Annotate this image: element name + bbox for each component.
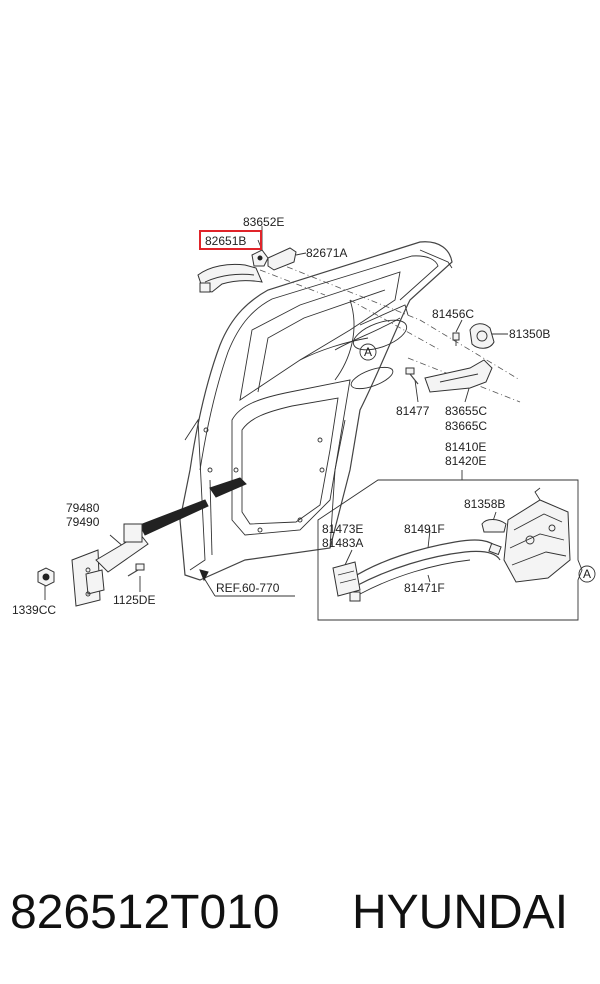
handle-cap-part [251,249,269,267]
door-check-arrow [139,477,247,536]
label-81473E: 81473E [322,522,363,536]
footer-brand: HYUNDAI [352,886,568,939]
lock-group-box [317,479,583,621]
outer-door-handle [197,263,263,293]
label-1125DE: 1125DE [113,593,155,607]
label-81477: 81477 [396,404,430,418]
clip-part [481,519,507,533]
label-82671A: 82671A [306,246,347,260]
lock-cylinder [469,323,495,349]
label-81350B: 81350B [509,327,550,341]
cable-bracket [332,561,361,597]
handle-gasket [267,247,297,271]
footer-part-number: 826512T010 [10,886,280,939]
label-81483A: 81483A [322,536,363,550]
label-81456C: 81456C [432,307,474,321]
door-frame [179,241,453,581]
small-bolt-part [127,563,145,577]
inner-handle-area [350,304,409,390]
cable-assembly [349,539,502,602]
solid-leaders [44,226,508,600]
marker-a-2-label: A [583,567,591,581]
label-82651B: 82651B [205,234,246,248]
label-81420E: 81420E [445,454,486,468]
marker-a-2: A [578,565,596,583]
label-ref: REF.60-770 [216,581,280,595]
nut-part [37,567,55,587]
label-83665C: 83665C [445,419,487,433]
highlight-box [199,230,262,250]
label-83652E: 83652E [243,215,284,229]
label-79480: 79480 [66,501,100,515]
door-lock-actuator [503,487,571,583]
inner-door-handle [424,359,493,393]
leader-lines [259,261,521,403]
bolt-part [405,367,419,385]
label-83655C: 83655C [445,404,487,418]
label-1339CC: 1339CC [12,603,56,617]
label-79490: 79490 [66,515,100,529]
door-check-hinge [71,523,149,607]
ref-arrow [199,569,209,582]
marker-a-1-label: A [364,345,372,359]
label-81410E: 81410E [445,440,486,454]
label-81471F: 81471F [404,581,445,595]
screw-part [452,332,460,346]
label-81491F: 81491F [404,522,445,536]
marker-a-1: A [359,343,377,361]
label-81358B: 81358B [464,497,505,511]
